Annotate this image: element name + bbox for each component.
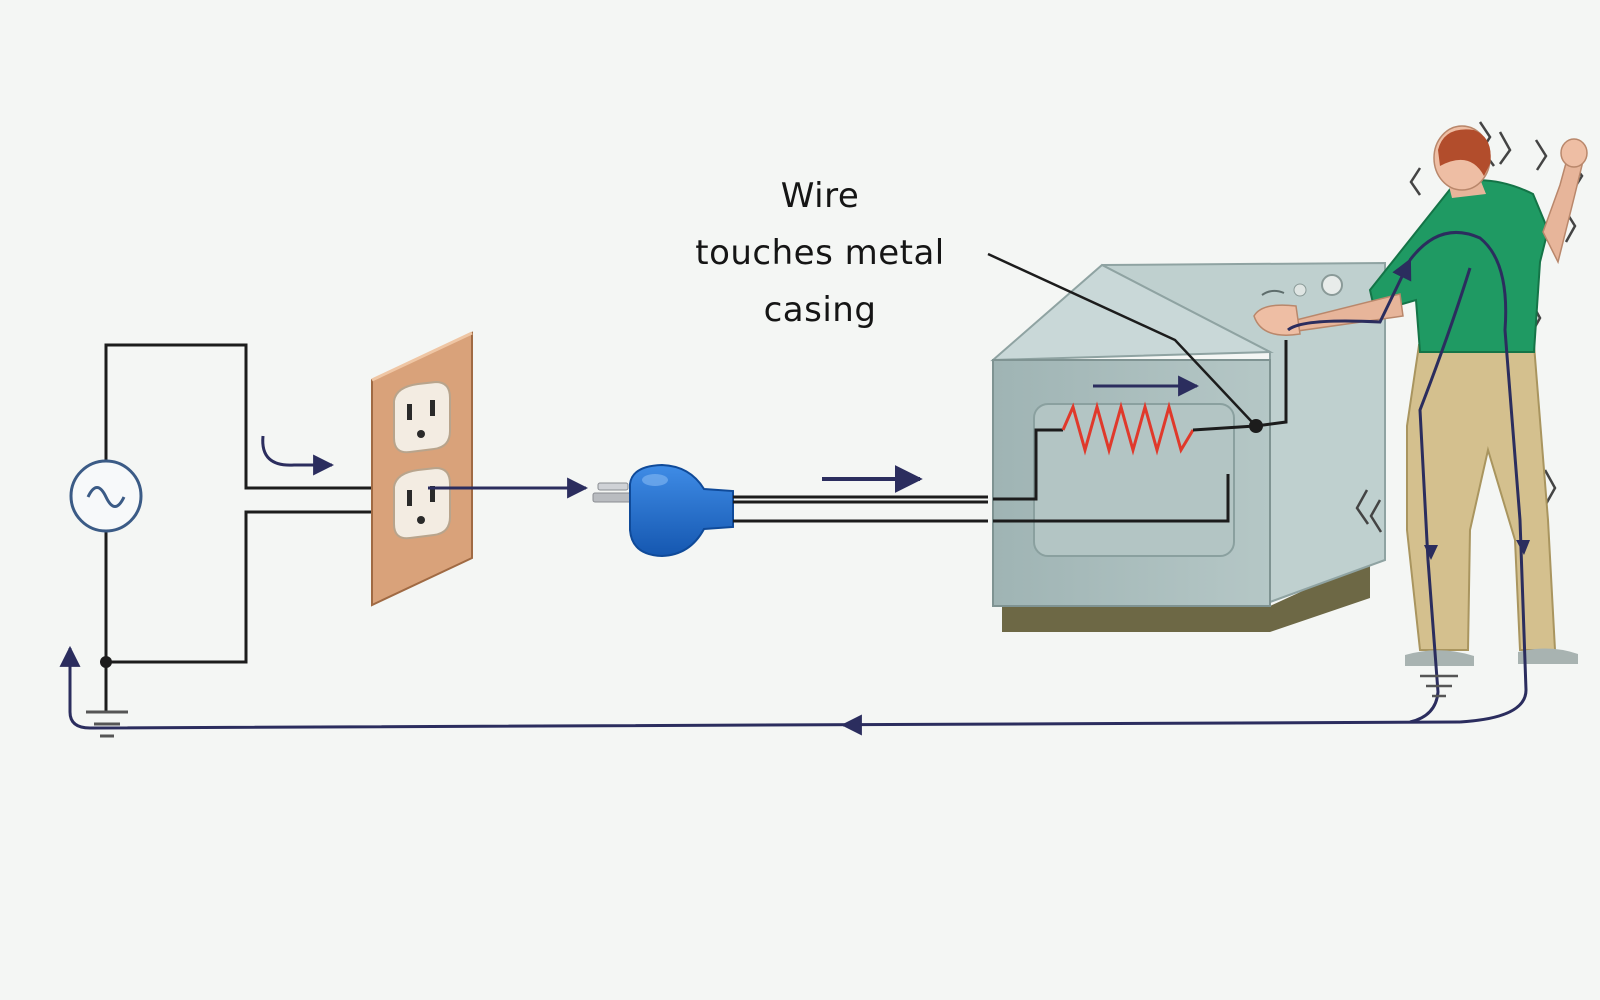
internal-wiring: [993, 340, 1288, 523]
ac-source-circuit: [69, 343, 372, 738]
ground-return-path: [59, 645, 1461, 730]
current-arrow: [261, 435, 335, 476]
ground-symbol-icon: [86, 710, 128, 738]
wire-touches-casing-label: Wire touches metal casing: [650, 168, 990, 339]
callout-line: touches metal: [695, 233, 945, 273]
callout-line: casing: [763, 290, 877, 330]
ac-source-icon: [69, 459, 143, 533]
plug-icon: [592, 463, 734, 558]
power-cord: [733, 495, 988, 523]
callout-leader-line: [987, 252, 1253, 423]
heating-element: [1061, 401, 1195, 456]
current-path: [1408, 230, 1528, 724]
current-path: [1287, 258, 1412, 332]
current-path: [1409, 267, 1472, 724]
source-wire: [104, 343, 372, 490]
callout-line: Wire: [780, 176, 860, 216]
wall-outlet-icon: [371, 331, 473, 607]
source-wire: [104, 510, 372, 664]
ground-symbol-icon: [1420, 674, 1458, 698]
shocked-person-icon: [1253, 121, 1588, 724]
